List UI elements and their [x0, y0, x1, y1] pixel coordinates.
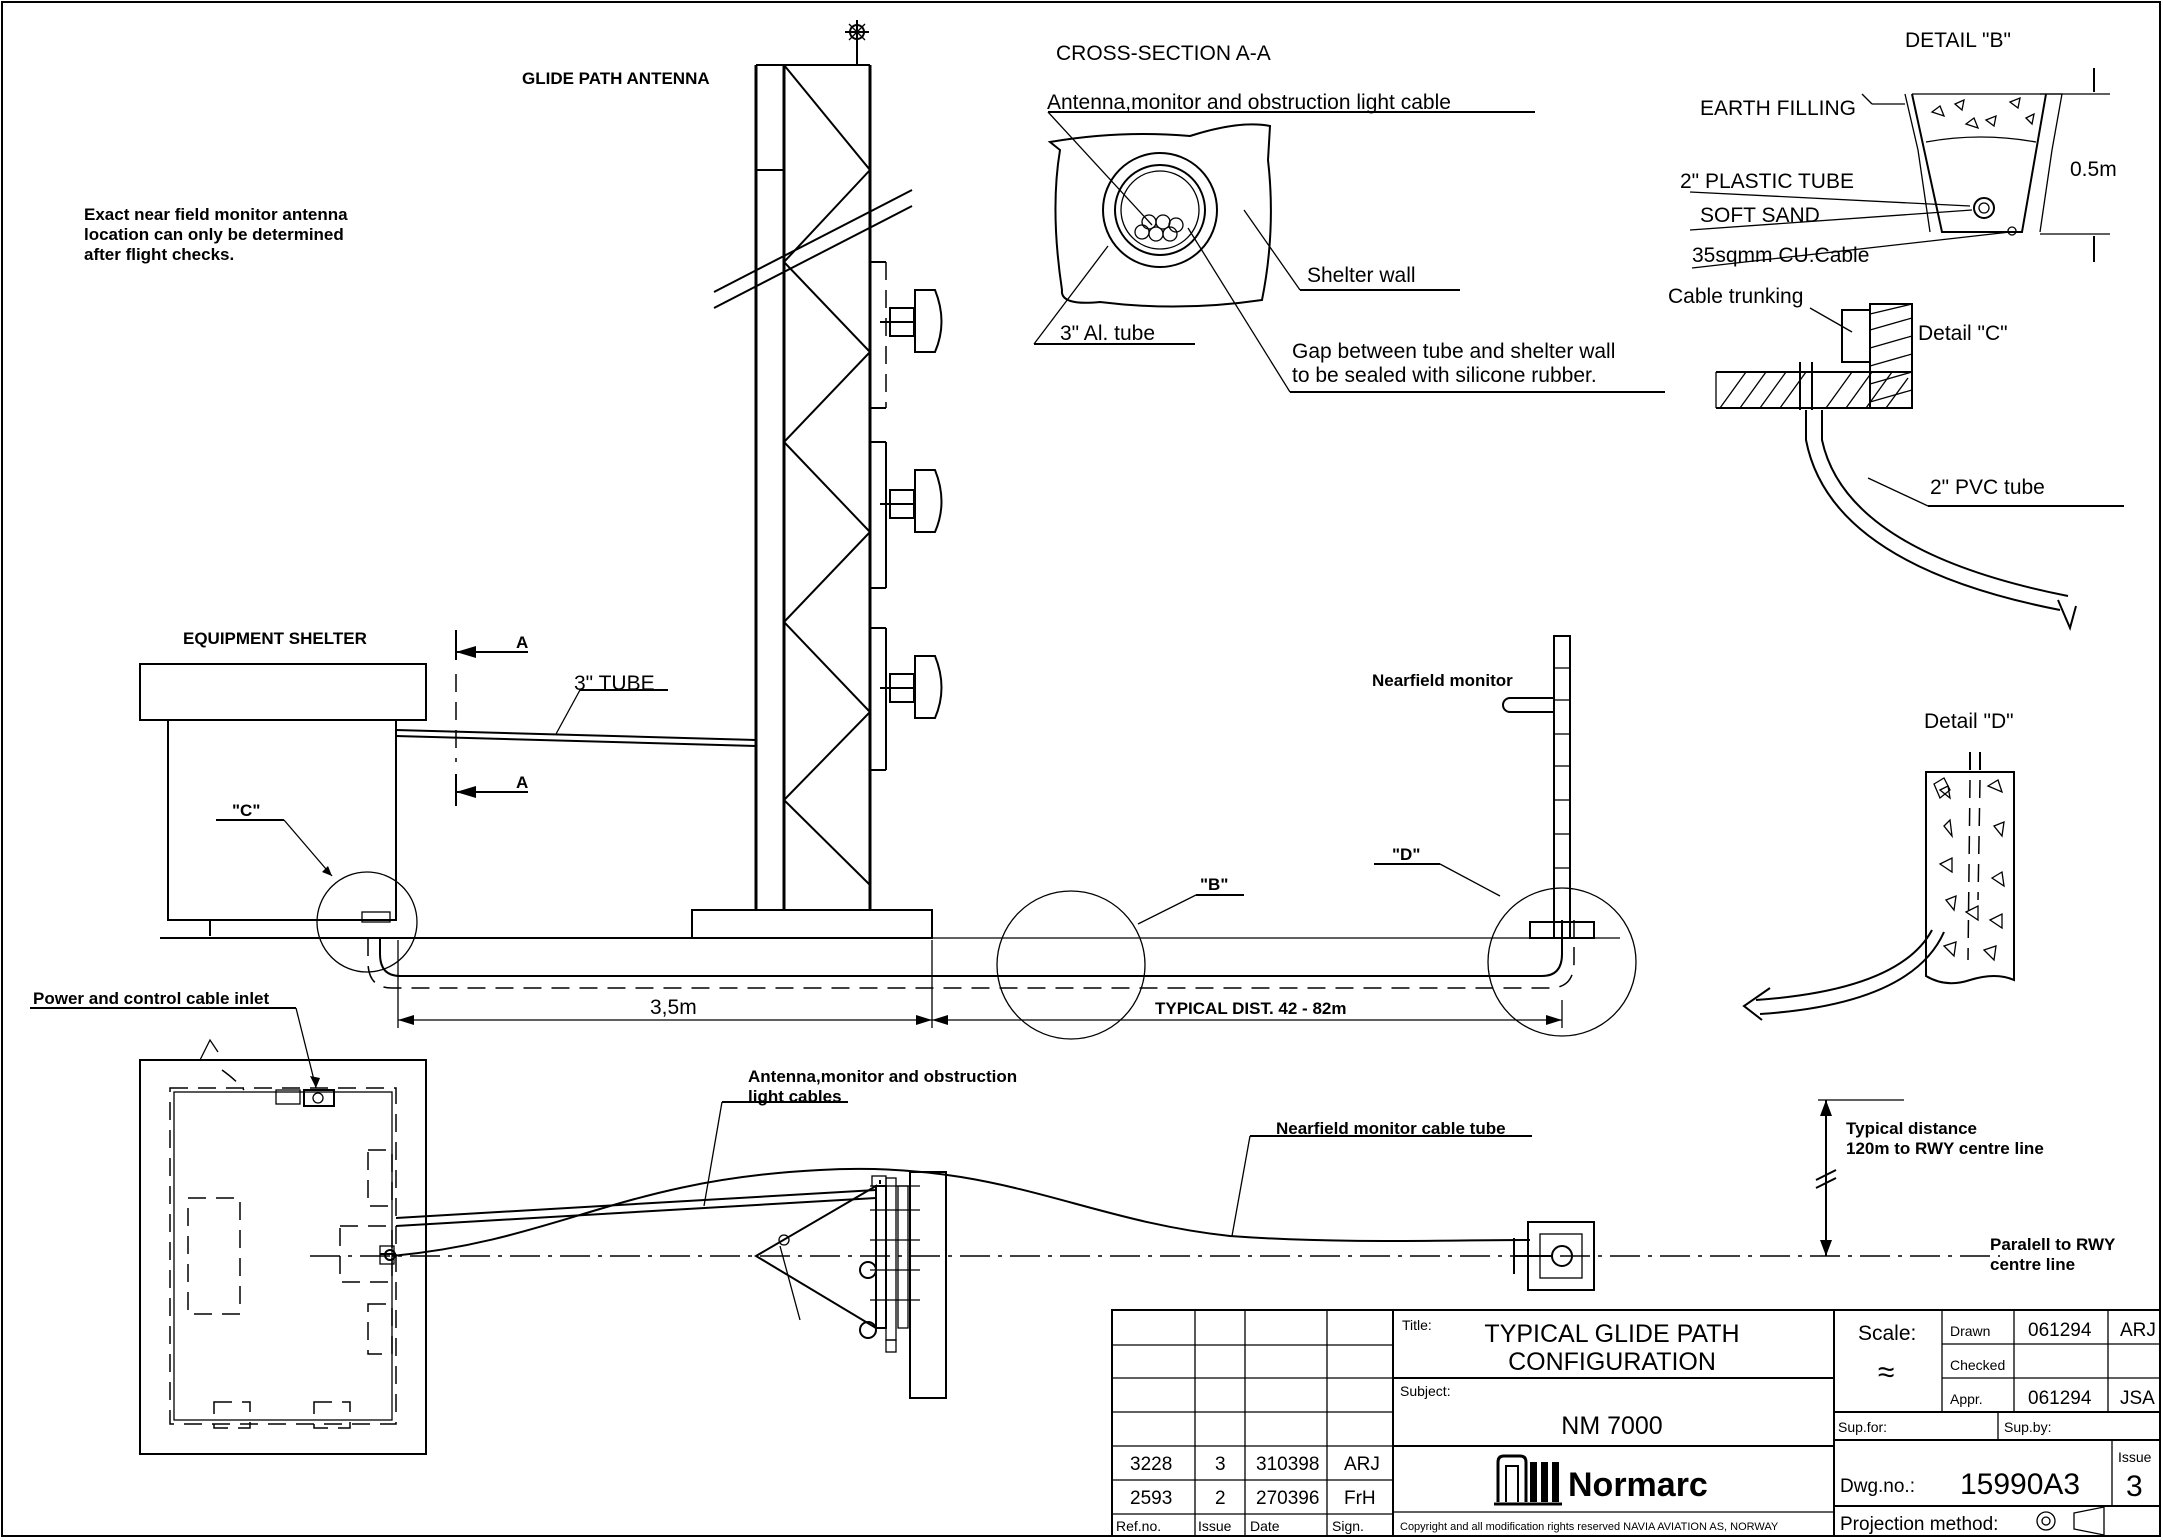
copyright-text: Copyright and all modification rights re…: [1400, 1521, 1779, 1533]
rev-1-sign: ARJ: [1344, 1454, 1380, 1475]
typical-distance-line-1: Typical distance: [1846, 1119, 1977, 1138]
appr-sign: JSA: [2120, 1388, 2155, 1409]
ref-d-label: "D": [1392, 845, 1420, 864]
nearfield-tube-label: Nearfield monitor cable tube: [1276, 1119, 1506, 1138]
cable-trunking-label: Cable trunking: [1668, 285, 1803, 308]
antenna-cables-line-1: Antenna,monitor and obstruction: [748, 1067, 1017, 1086]
rev-header-date: Date: [1250, 1518, 1280, 1534]
dist-35-label: 3,5m: [650, 996, 697, 1019]
rev-header-issue: Issue: [1198, 1518, 1232, 1534]
al-tube-label: 3" Al. tube: [1060, 322, 1155, 345]
issue-label: Issue: [2118, 1449, 2152, 1465]
appr-date: 061294: [2028, 1388, 2092, 1409]
section-a-bottom-label: A: [516, 773, 528, 792]
tube-3in-label: 3" TUBE: [574, 672, 655, 695]
gap-note-line-2: to be sealed with silicone rubber.: [1292, 364, 1597, 387]
detail-b-drawing: [1689, 68, 2110, 269]
drawn-date: 061294: [2028, 1320, 2092, 1341]
ref-b-label: "B": [1200, 875, 1228, 894]
title-label: Title:: [1402, 1317, 1432, 1333]
soft-sand-label: SOFT SAND: [1700, 204, 1820, 227]
rev-2-ref: 2593: [1130, 1488, 1172, 1509]
equipment-shelter-label: EQUIPMENT SHELTER: [183, 629, 367, 648]
parallel-rwy-line-2: centre line: [1990, 1255, 2075, 1274]
near-field-note-line-3: after flight checks.: [84, 245, 234, 264]
title-block: [1111, 1309, 2161, 1537]
pvc-tube-label: 2" PVC tube: [1930, 476, 2045, 499]
detail-d-title: Detail "D": [1924, 710, 2014, 733]
obstruction-light-icon: [845, 20, 869, 65]
dwg-label: Dwg.no.:: [1840, 1476, 1915, 1497]
detail-c-drawing: [1715, 303, 2124, 632]
company-name: Normarc: [1568, 1466, 1708, 1504]
antenna-panel-lower: [870, 627, 943, 771]
rev-2-issue: 2: [1215, 1488, 1226, 1509]
subject-label: Subject:: [1400, 1383, 1451, 1399]
nearfield-monitor-label: Nearfield monitor: [1372, 671, 1513, 690]
shelter-wall-label: Shelter wall: [1307, 264, 1416, 287]
rev-1-date: 310398: [1256, 1454, 1319, 1475]
detail-d-drawing: [1742, 752, 2015, 1021]
glide-path-antenna-label: GLIDE PATH ANTENNA: [522, 69, 710, 88]
near-field-note-line-1: Exact near field monitor antenna: [84, 205, 348, 224]
earth-filling-label: EARTH FILLING: [1700, 97, 1856, 120]
scale-value: ≈: [1878, 1356, 1894, 1389]
rev-header-ref: Ref.no.: [1116, 1518, 1161, 1534]
power-inlet-label: Power and control cable inlet: [33, 989, 269, 1008]
depth-label: 0.5m: [2070, 158, 2117, 181]
sup-for-label: Sup.for:: [1838, 1419, 1887, 1435]
dwg-number: 15990A3: [1960, 1468, 2080, 1501]
antenna-panel-upper: [870, 261, 943, 409]
gap-note-line-1: Gap between tube and shelter wall: [1292, 340, 1615, 363]
equipment-shelter-elevation: [139, 630, 1637, 1040]
cross-section-title: CROSS-SECTION A-A: [1056, 42, 1271, 65]
cross-section-drawing: [1033, 111, 1665, 393]
normarc-logo-icon: [1494, 1454, 1562, 1506]
antenna-cables-line-2: light cables: [748, 1087, 842, 1106]
drawn-label: Drawn: [1950, 1323, 1990, 1339]
parallel-rwy-line-1: Paralell to RWY: [1990, 1235, 2116, 1254]
checked-label: Checked: [1950, 1357, 2005, 1373]
rev-2-sign: FrH: [1344, 1488, 1376, 1509]
detail-b-title: DETAIL "B": [1905, 29, 2011, 52]
rev-1-ref: 3228: [1130, 1454, 1172, 1475]
glide-path-tower: [691, 20, 943, 939]
typical-distance-line-2: 120m to RWY centre line: [1846, 1139, 2044, 1158]
plastic-tube-label: 2" PLASTIC TUBE: [1680, 170, 1854, 193]
sup-by-label: Sup.by:: [2004, 1419, 2051, 1435]
title-line-2: CONFIGURATION: [1508, 1348, 1716, 1376]
section-a-top-label: A: [516, 633, 528, 652]
issue-number: 3: [2126, 1470, 2143, 1503]
detail-c-title: Detail "C": [1918, 322, 2008, 345]
drawn-sign: ARJ: [2120, 1320, 2156, 1341]
rev-header-sign: Sign.: [1332, 1518, 1364, 1534]
projection-label: Projection method:: [1840, 1514, 1998, 1535]
rev-1-issue: 3: [1215, 1454, 1226, 1475]
plan-view-drawing: [30, 1007, 2000, 1455]
scale-label: Scale:: [1858, 1322, 1916, 1345]
near-field-note-line-2: location can only be determined: [84, 225, 344, 244]
antenna-panel-middle: [870, 441, 943, 589]
typical-dist-label: TYPICAL DIST. 42 - 82m: [1155, 999, 1346, 1018]
cable-bundle-label: Antenna,monitor and obstruction light ca…: [1047, 91, 1451, 114]
rev-2-date: 270396: [1256, 1488, 1319, 1509]
title-line-1: TYPICAL GLIDE PATH: [1484, 1320, 1739, 1348]
ref-c-label: "C": [232, 801, 260, 820]
cu-cable-label: 35sqmm CU.Cable: [1692, 244, 1869, 267]
appr-label: Appr.: [1950, 1391, 1983, 1407]
subject-value: NM 7000: [1561, 1412, 1662, 1440]
